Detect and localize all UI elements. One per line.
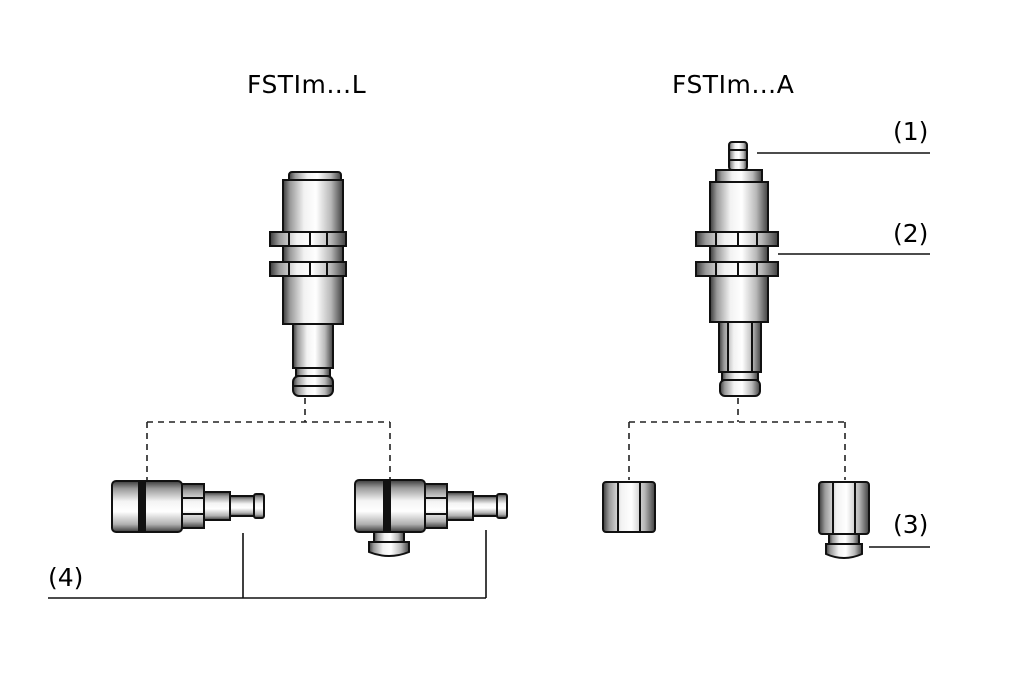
plug-left-straight bbox=[111, 480, 265, 533]
connector-right bbox=[628, 398, 846, 480]
connector-left bbox=[146, 398, 391, 480]
leaders-1-2 bbox=[757, 152, 930, 255]
leader-4 bbox=[48, 530, 487, 599]
sensor-right bbox=[695, 141, 779, 397]
cap-nozzle bbox=[818, 481, 870, 559]
plug-left-angled bbox=[354, 479, 508, 557]
callout-4: (4) bbox=[48, 563, 84, 592]
title-right: FSTIm…A bbox=[672, 70, 795, 99]
callout-2: (2) bbox=[893, 219, 929, 248]
callout-1: (1) bbox=[893, 117, 929, 146]
sensor-left bbox=[269, 171, 347, 397]
callout-3: (3) bbox=[893, 510, 929, 539]
cap-blank bbox=[602, 481, 656, 533]
title-left: FSTIm…L bbox=[247, 70, 367, 99]
